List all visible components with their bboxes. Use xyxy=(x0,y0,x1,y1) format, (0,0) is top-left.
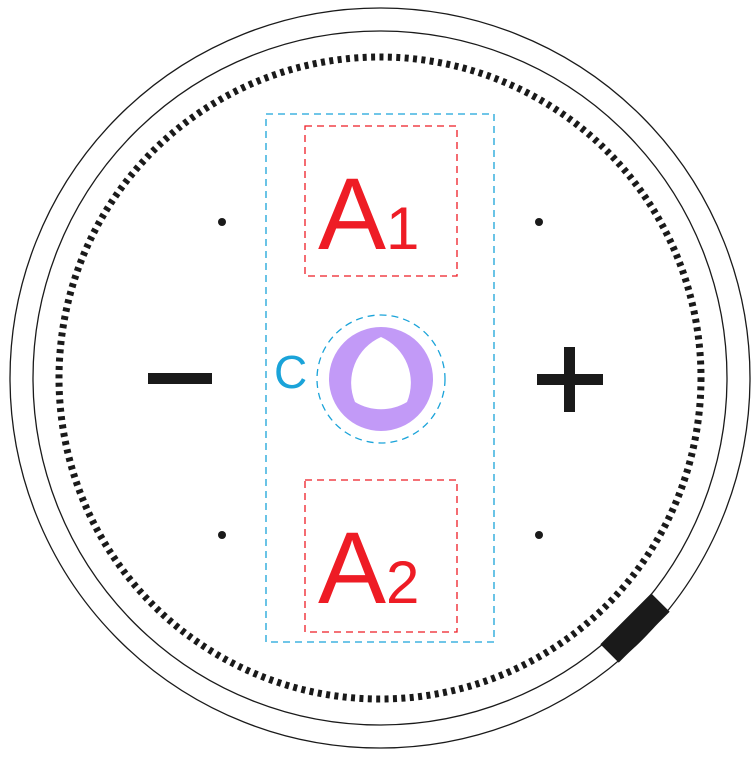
a2-letter: A xyxy=(318,511,386,625)
outer-ring xyxy=(9,7,751,749)
a2-index: 2 xyxy=(386,549,419,616)
a1-label: A1 xyxy=(318,157,419,271)
dot-bottom-left xyxy=(218,531,226,539)
inner-ring xyxy=(32,30,728,726)
c-label: C xyxy=(274,346,307,398)
plus-icon xyxy=(537,347,603,412)
dot-bottom-right xyxy=(535,531,543,539)
minus-icon xyxy=(148,373,212,384)
a2-label: A2 xyxy=(318,511,419,625)
dot-top-right xyxy=(535,218,543,226)
a1-box xyxy=(304,125,458,277)
handle-marker xyxy=(600,593,670,663)
cyan-enclosure xyxy=(265,113,495,643)
a2-box xyxy=(304,479,458,633)
reuleaux-triangle-icon xyxy=(351,337,411,410)
dot-top-left xyxy=(218,218,226,226)
a1-index: 1 xyxy=(386,195,419,262)
dotted-tick-ring xyxy=(55,53,705,703)
a1-letter: A xyxy=(318,157,386,271)
knob-dashed-ring xyxy=(316,314,446,444)
